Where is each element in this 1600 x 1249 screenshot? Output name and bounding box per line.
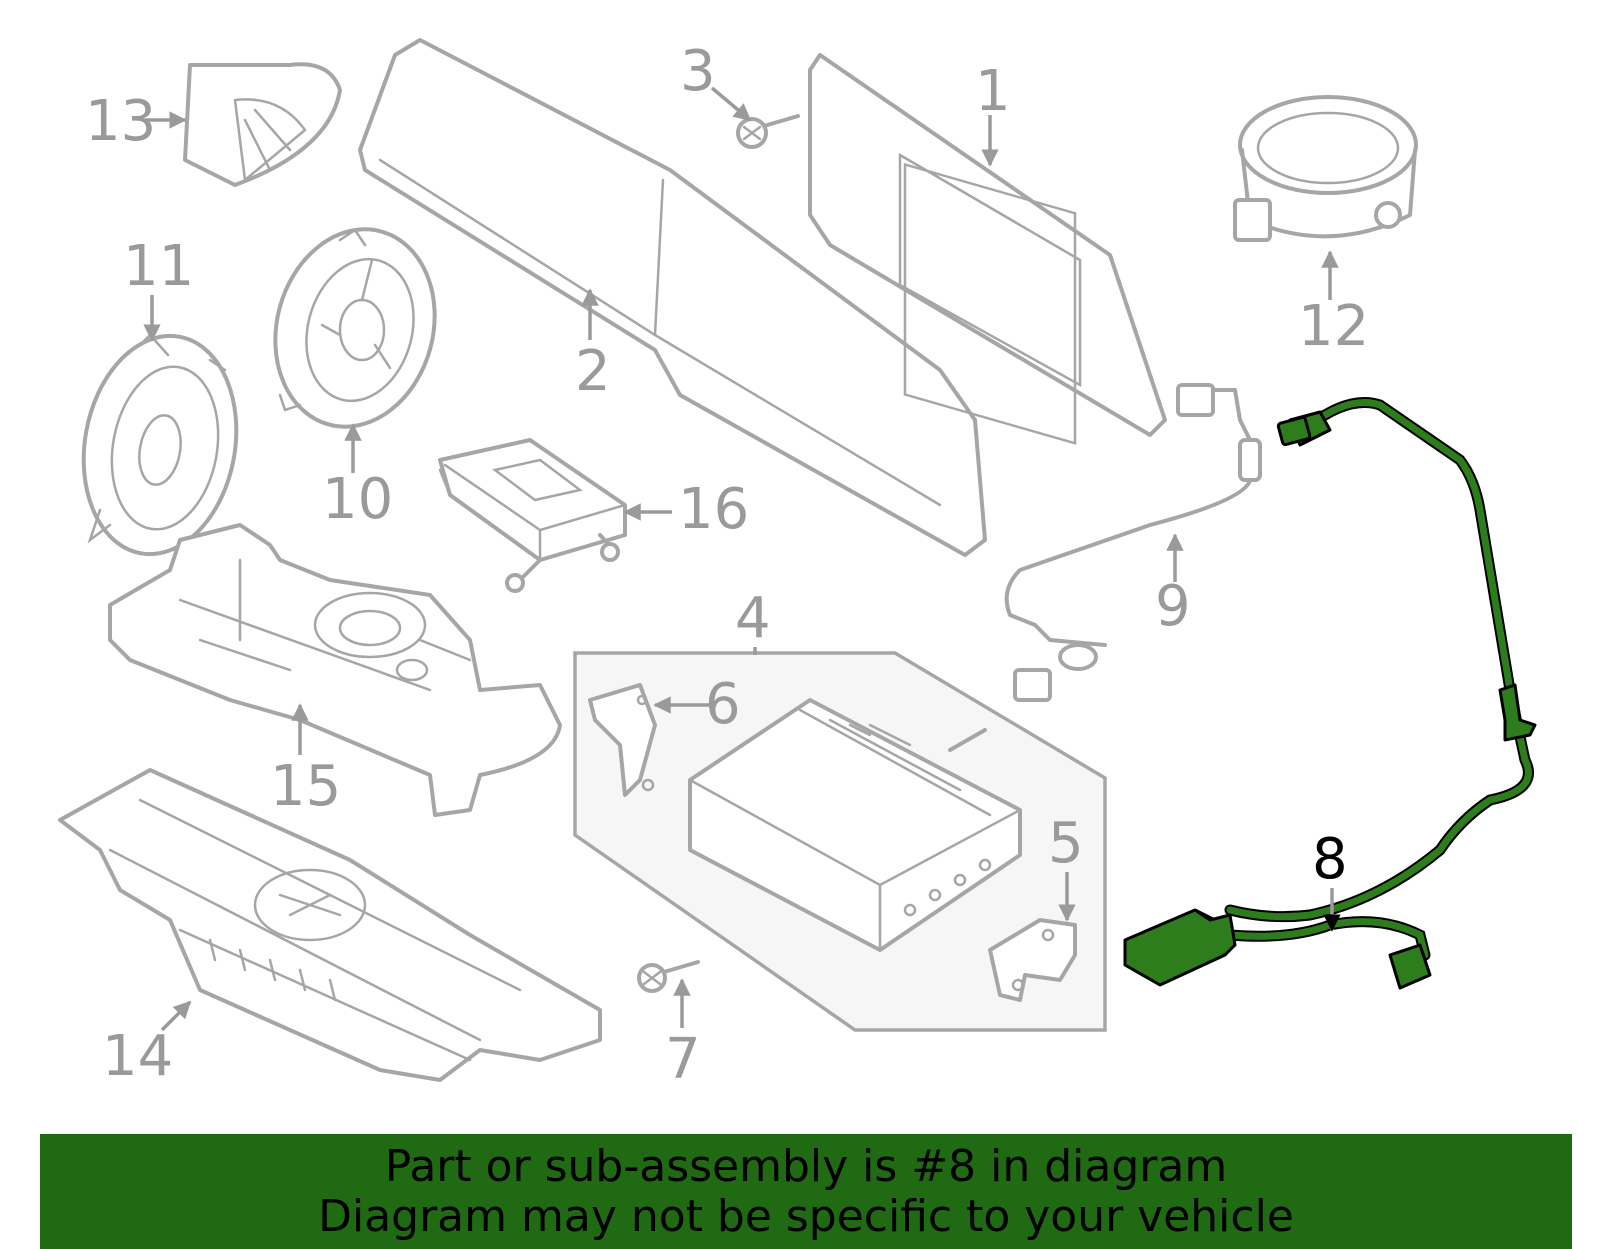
callout-12: 12 bbox=[1298, 294, 1369, 359]
callout-3: 3 bbox=[680, 39, 716, 104]
callout-5: 5 bbox=[1048, 811, 1084, 876]
callout-13: 13 bbox=[85, 89, 156, 154]
callout-14: 14 bbox=[102, 1024, 173, 1089]
leader-lines bbox=[143, 86, 1341, 1032]
part-4-assembly bbox=[573, 651, 1107, 1032]
part-2-trim-panel bbox=[358, 38, 987, 557]
callout-2: 2 bbox=[575, 339, 611, 404]
callout-15: 15 bbox=[270, 754, 341, 819]
part-16-module bbox=[438, 438, 627, 593]
part-15-subwoofer-enclosure bbox=[108, 523, 562, 817]
info-banner: Part or sub-assembly is #8 in diagram Di… bbox=[40, 1134, 1572, 1249]
banner-line-2: Diagram may not be specific to your vehi… bbox=[318, 1191, 1294, 1242]
part-13-tweeter-housing bbox=[183, 62, 342, 187]
callout-11: 11 bbox=[123, 234, 194, 299]
part-9-cable bbox=[1004, 383, 1262, 702]
callout-8: 8 bbox=[1312, 827, 1348, 892]
callout-4: 4 bbox=[735, 586, 771, 651]
part-14-tray bbox=[58, 768, 602, 1082]
part-1-display bbox=[808, 53, 1167, 445]
callout-9: 9 bbox=[1155, 574, 1191, 639]
callout-6: 6 bbox=[705, 672, 741, 737]
part-12-speaker bbox=[1233, 95, 1418, 242]
callout-numbers: 1 2 3 4 5 6 7 8 9 10 11 12 13 14 15 16 bbox=[85, 39, 1369, 1092]
part-10-speaker bbox=[273, 227, 437, 429]
part-8-wiring-harness bbox=[1123, 397, 1537, 990]
part-11-speaker bbox=[81, 333, 239, 557]
part-7-screw bbox=[637, 960, 700, 993]
banner-line-1: Part or sub-assembly is #8 in diagram bbox=[384, 1141, 1228, 1192]
callout-1: 1 bbox=[975, 59, 1011, 124]
part-3-screw bbox=[736, 114, 800, 149]
parts-diagram: 1 2 3 4 5 6 7 8 9 10 11 12 13 14 15 16 bbox=[58, 38, 1537, 1092]
callout-10: 10 bbox=[322, 467, 393, 532]
callout-7: 7 bbox=[665, 1027, 701, 1092]
callout-16: 16 bbox=[678, 477, 749, 542]
